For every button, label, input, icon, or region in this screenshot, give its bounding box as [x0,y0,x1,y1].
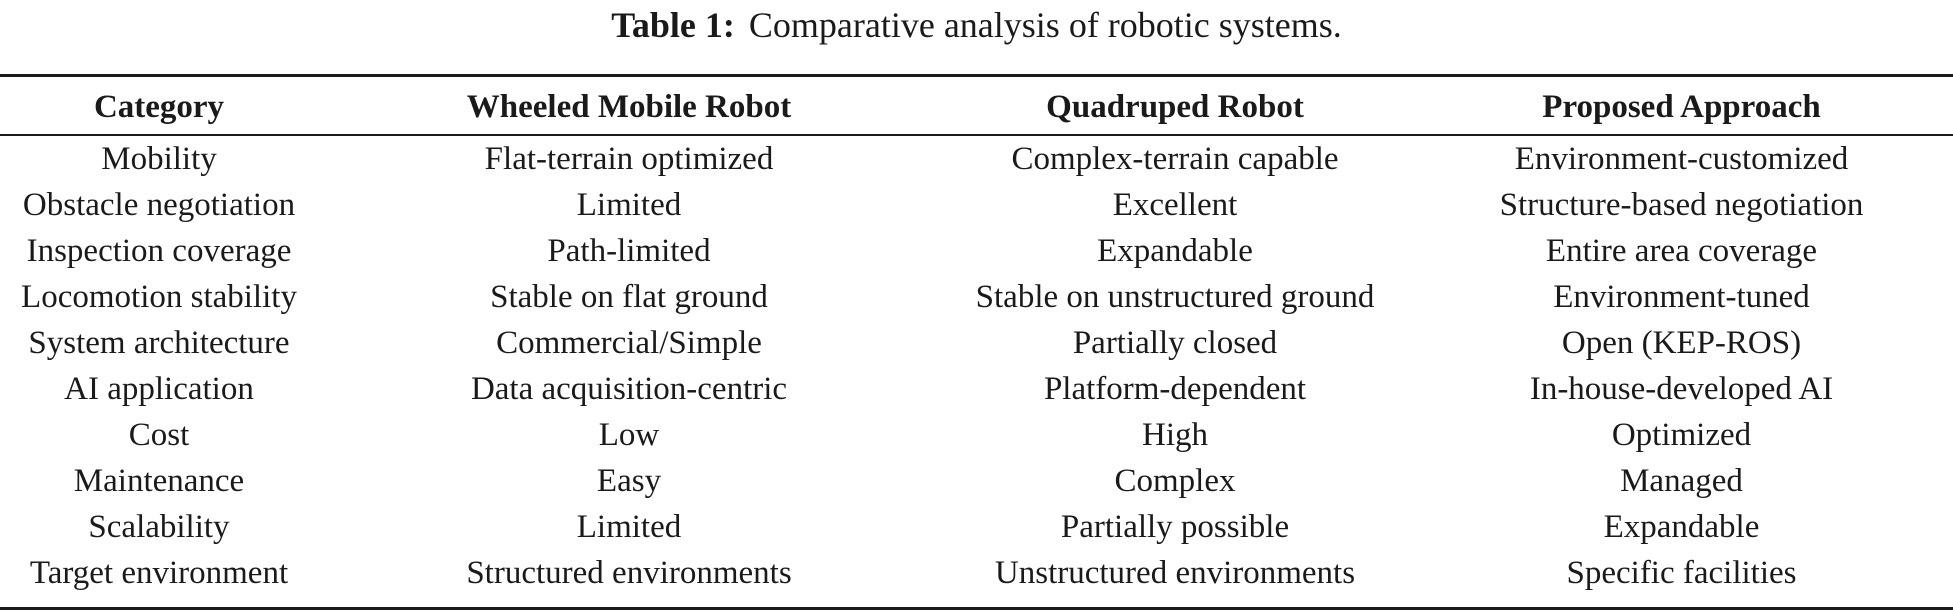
wheeled-cell: Stable on flat ground [490,279,768,315]
top-rule [0,74,1953,77]
quadruped-cell: Unstructured environments [994,555,1356,591]
wheeled-cell: Flat-terrain optimized [484,141,774,177]
proposed-cell: Structure-based negotiation [1499,187,1864,223]
category-cell: AI application [64,371,254,407]
proposed-cell: Specific facilities [1566,555,1797,591]
proposed-cell: Environment-tuned [1553,279,1810,315]
table-row: Cost Low High Optimized [0,412,1953,458]
category-cell: Inspection coverage [26,233,292,269]
quadruped-cell: Platform-dependent [1043,371,1307,407]
proposed-cell: Expandable [1603,509,1760,545]
proposed-cell: Open (KEP-ROS) [1561,325,1802,361]
category-cell: Maintenance [73,463,245,499]
table-row: Maintenance Easy Complex Managed [0,458,1953,504]
table-row: Mobility Flat-terrain optimized Complex-… [0,136,1953,182]
quadruped-cell: Expandable [1097,233,1253,269]
caption-label: Table 1: [611,5,735,45]
wheeled-cell: Limited [576,509,682,545]
category-cell: Target environment [29,555,289,591]
bottom-rule [0,607,1953,610]
quadruped-cell: Complex [1114,463,1236,499]
wheeled-cell: Commercial/Simple [496,325,762,361]
category-cell: System architecture [28,325,290,361]
table-row: AI application Data acquisition-centric … [0,366,1953,412]
header-rule [0,134,1953,136]
quadruped-cell: Partially possible [1060,509,1290,545]
header-wheeled: Wheeled Mobile Robot [466,89,792,125]
header-proposed: Proposed Approach [1542,89,1821,125]
quadruped-cell: High [1142,417,1208,453]
proposed-cell: Environment-customized [1514,141,1849,177]
proposed-cell: Entire area coverage [1545,233,1818,269]
wheeled-cell: Structured environments [466,555,792,591]
quadruped-cell: Stable on unstructured ground [975,279,1375,315]
header-quadruped: Quadruped Robot [1046,89,1304,125]
category-cell: Locomotion stability [21,279,297,315]
wheeled-cell: Path-limited [547,233,711,269]
wheeled-cell: Data acquisition-centric [470,371,788,407]
proposed-cell: In-house-developed AI [1529,371,1834,407]
table-caption: Table 1: Comparative analysis of robotic … [0,0,1953,50]
category-cell: Mobility [101,141,217,177]
category-cell: Scalability [88,509,230,545]
proposed-cell: Managed [1620,463,1743,499]
proposed-cell: Optimized [1611,417,1752,453]
header-category: Category [93,89,225,125]
table-row: Inspection coverage Path-limited Expanda… [0,228,1953,274]
category-cell: Obstacle negotiation [22,187,296,223]
quadruped-cell: Excellent [1112,187,1238,223]
table-row: Obstacle negotiation Limited Excellent S… [0,182,1953,228]
header-row: Category Wheeled Mobile Robot Quadruped … [0,77,1953,125]
table-row: System architecture Commercial/Simple Pa… [0,320,1953,366]
category-cell: Cost [128,417,190,453]
quadruped-cell: Partially closed [1072,325,1278,361]
caption-text: Comparative analysis of robotic systems. [748,5,1342,45]
wheeled-cell: Limited [576,187,682,223]
table-row: Target environment Structured environmen… [0,550,1953,596]
wheeled-cell: Low [598,417,660,453]
table-row: Scalability Limited Partially possible E… [0,504,1953,550]
quadruped-cell: Complex-terrain capable [1011,141,1339,177]
table-row: Locomotion stability Stable on flat grou… [0,274,1953,320]
wheeled-cell: Easy [596,463,662,499]
